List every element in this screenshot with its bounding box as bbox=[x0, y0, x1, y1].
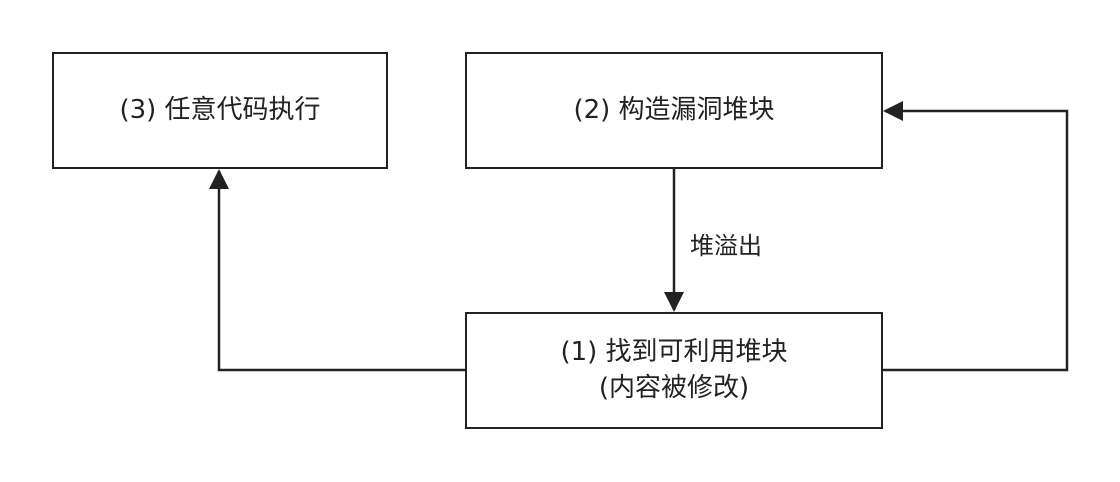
node-sublabel: (内容被修改) bbox=[598, 372, 750, 403]
node-label: (1) 找到可利用堆块 bbox=[560, 337, 788, 368]
node-label: (3) 任意代码执行 bbox=[119, 94, 321, 125]
node-label: (2) 构造漏洞堆块 bbox=[573, 94, 775, 125]
node-build-vuln-chunk: (2) 构造漏洞堆块 bbox=[465, 52, 883, 169]
node-arbitrary-code-exec: (3) 任意代码执行 bbox=[52, 52, 388, 169]
node-find-usable-chunk: (1) 找到可利用堆块 (内容被修改) bbox=[465, 312, 883, 429]
arrow-find-to-build bbox=[883, 101, 1069, 372]
arrow-find-to-exec bbox=[209, 169, 465, 372]
edge-label-heap-overflow: 堆溢出 bbox=[690, 232, 762, 260]
